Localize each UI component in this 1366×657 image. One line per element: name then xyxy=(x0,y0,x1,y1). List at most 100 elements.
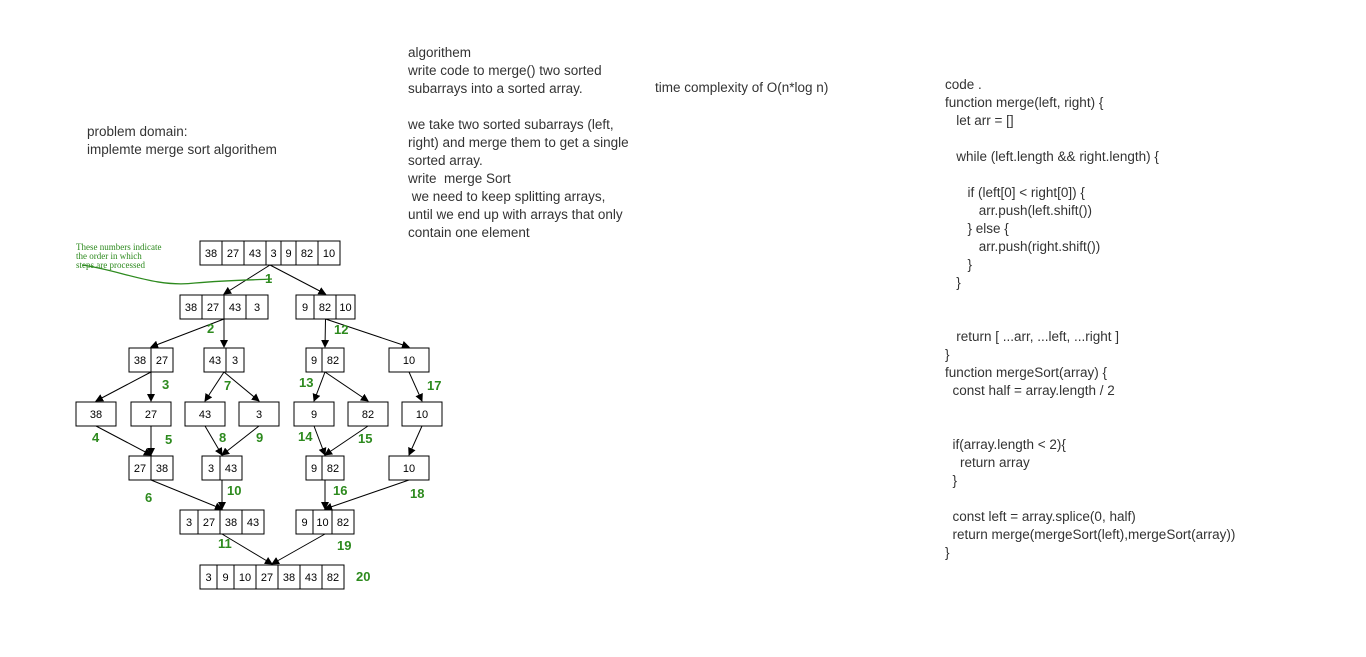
code-line xyxy=(945,292,1235,310)
array-node: 10 xyxy=(388,347,430,373)
array-cell-value: 27 xyxy=(145,409,157,421)
array-cell-value: 82 xyxy=(327,463,339,475)
array-cell-value: 27 xyxy=(227,248,239,260)
array-cell-value: 82 xyxy=(327,572,339,584)
code-line: if(array.length < 2){ xyxy=(945,437,1066,452)
array-node: 38 xyxy=(75,401,117,427)
array-cell xyxy=(150,347,174,373)
algorithm-line: right) and merge them to get a single xyxy=(408,135,629,150)
array-cell-value: 9 xyxy=(285,248,291,260)
diagram-arrow xyxy=(95,425,152,456)
diagram-arrow xyxy=(271,533,326,565)
problem-line: problem domain: xyxy=(87,124,188,139)
array-cell-value: 38 xyxy=(283,572,295,584)
array-cell-value: 38 xyxy=(225,517,237,529)
array-cell-value: 10 xyxy=(416,409,428,421)
array-cell xyxy=(75,401,117,427)
diagram-arrow xyxy=(95,371,152,402)
diagram-arrow xyxy=(321,318,330,348)
array-cell-value: 27 xyxy=(156,355,168,367)
array-cell xyxy=(331,509,355,535)
algorithm-line xyxy=(408,98,629,116)
array-node: 27 xyxy=(130,401,172,427)
code-line: const left = array.splice(0, half) xyxy=(945,509,1136,524)
diagram-arrow xyxy=(324,371,369,402)
step-number: 13 xyxy=(299,375,313,390)
array-node: 43 xyxy=(184,401,226,427)
code-line: arr.push(right.shift()) xyxy=(945,239,1101,254)
code-line: } xyxy=(945,257,973,272)
code-line: function merge(left, right) { xyxy=(945,95,1104,110)
problem-line: implemte merge sort algorithem xyxy=(87,142,277,157)
code-line: } xyxy=(945,275,961,290)
diagram-arrow xyxy=(324,479,410,511)
algorithm-line: we need to keep splitting arrays, xyxy=(408,189,606,204)
diagram-arrow xyxy=(204,371,225,402)
code-line xyxy=(945,130,1235,148)
array-cell-value: 10 xyxy=(403,355,415,367)
array-node: 82 xyxy=(347,401,389,427)
array-cell-value: 43 xyxy=(225,463,237,475)
problem-domain-text: problem domain: implemte merge sort algor… xyxy=(87,123,277,159)
step-number: 17 xyxy=(427,378,441,393)
array-node: 10 xyxy=(401,401,443,427)
array-cell xyxy=(388,347,430,373)
algorithm-line: algorithem xyxy=(408,45,472,60)
code-line: code . xyxy=(945,77,982,92)
array-cell-value: 9 xyxy=(301,517,307,529)
step-number: 19 xyxy=(337,538,351,553)
array-cell-value: 82 xyxy=(301,248,313,260)
code-line: } xyxy=(945,347,950,362)
diagram-arrow xyxy=(150,479,223,511)
code-line xyxy=(945,166,1235,184)
array-cell-value: 3 xyxy=(256,409,262,421)
code-line xyxy=(945,418,1235,436)
diagram-arrow xyxy=(150,318,225,349)
array-cell xyxy=(219,455,243,481)
diagram-edges xyxy=(95,264,423,565)
array-cell-value: 27 xyxy=(261,572,273,584)
array-cell xyxy=(321,455,345,481)
step-number: 10 xyxy=(227,483,241,498)
array-cell-value: 10 xyxy=(239,572,251,584)
array-cell xyxy=(245,294,269,320)
array-cell-value: 10 xyxy=(403,463,415,475)
array-cell-value: 38 xyxy=(90,409,102,421)
array-cell xyxy=(388,455,430,481)
code-line xyxy=(945,400,1235,418)
diagram-arrow xyxy=(408,425,423,456)
algorithm-line: write code to merge() two sorted xyxy=(408,63,602,78)
array-cell-value: 43 xyxy=(249,248,261,260)
array-cell-value: 82 xyxy=(337,517,349,529)
step-number: 1 xyxy=(265,271,272,286)
array-cell-value: 27 xyxy=(203,517,215,529)
step-number: 5 xyxy=(165,432,172,447)
step-number: 12 xyxy=(334,322,348,337)
code-line: } xyxy=(945,473,958,488)
note-line: These numbers indicate xyxy=(76,242,161,252)
array-cell-value: 27 xyxy=(207,302,219,314)
code-line: arr.push(left.shift()) xyxy=(945,203,1093,218)
code-line: } xyxy=(945,545,950,560)
step-number: 15 xyxy=(358,431,372,446)
array-cell-value: 38 xyxy=(205,248,217,260)
array-cell-value: 9 xyxy=(311,409,317,421)
code-line: function mergeSort(array) { xyxy=(945,365,1108,380)
code-line: return [ ...arr, ...left, ...right ] xyxy=(945,329,1120,344)
step-number: 6 xyxy=(145,490,152,505)
array-cell-value: 43 xyxy=(199,409,211,421)
array-cell-value: 9 xyxy=(311,355,317,367)
step-number: 14 xyxy=(298,429,313,444)
